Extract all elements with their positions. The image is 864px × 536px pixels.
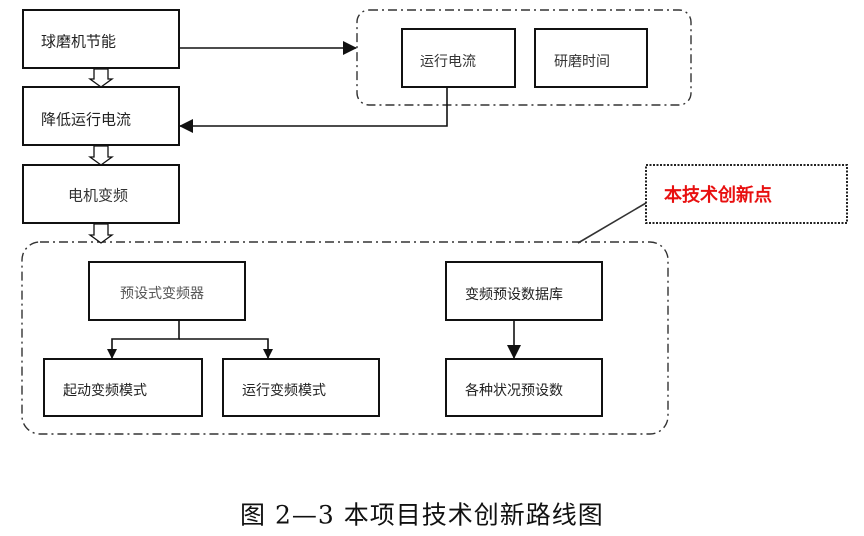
- hollow-arrow-icon: [88, 145, 114, 166]
- condition-presets-label: 各种状况预设数: [465, 383, 563, 399]
- run-mode-label: 运行变频模式: [242, 383, 326, 399]
- arrow-to-run-mode: [179, 338, 273, 359]
- preset-database-label: 变频预设数据库: [465, 287, 563, 303]
- innovation-callout: 本技术创新点: [645, 164, 848, 224]
- param2-label: 研磨时间: [554, 54, 610, 70]
- start-mode-label: 起动变频模式: [63, 383, 147, 399]
- arrow-feedback-current: [179, 87, 448, 133]
- step2-label: 降低运行电流: [41, 111, 131, 129]
- param1-label: 运行电流: [420, 54, 476, 70]
- preset-inverter-label: 预设式变频器: [120, 286, 204, 302]
- preset-inverter-box: 预设式变频器: [88, 261, 246, 321]
- param-running-current: 运行电流: [401, 28, 516, 88]
- start-mode-box: 起动变频模式: [43, 358, 203, 417]
- step1-label: 球磨机节能: [41, 33, 116, 51]
- step3-label: 电机变频: [68, 187, 128, 205]
- figure-caption: 图 2—3 本项目技术创新路线图: [240, 501, 604, 530]
- hollow-arrow-icon: [88, 68, 114, 88]
- step-ball-mill-energy-saving: 球磨机节能: [22, 9, 180, 69]
- callout-label: 本技术创新点: [664, 184, 772, 206]
- innovation-group: [21, 241, 669, 435]
- step-motor-vfd: 电机变频: [22, 164, 180, 224]
- step-reduce-current: 降低运行电流: [22, 86, 180, 146]
- param-grinding-time: 研磨时间: [534, 28, 648, 88]
- preset-database-box: 变频预设数据库: [445, 261, 603, 321]
- arrow-to-start-mode: [107, 320, 180, 359]
- condition-presets-box: 各种状况预设数: [445, 358, 603, 417]
- run-mode-box: 运行变频模式: [222, 358, 380, 417]
- callout-leader-line: [577, 202, 647, 244]
- input-parameters-group: [356, 9, 692, 106]
- hollow-arrow-icon: [88, 223, 114, 244]
